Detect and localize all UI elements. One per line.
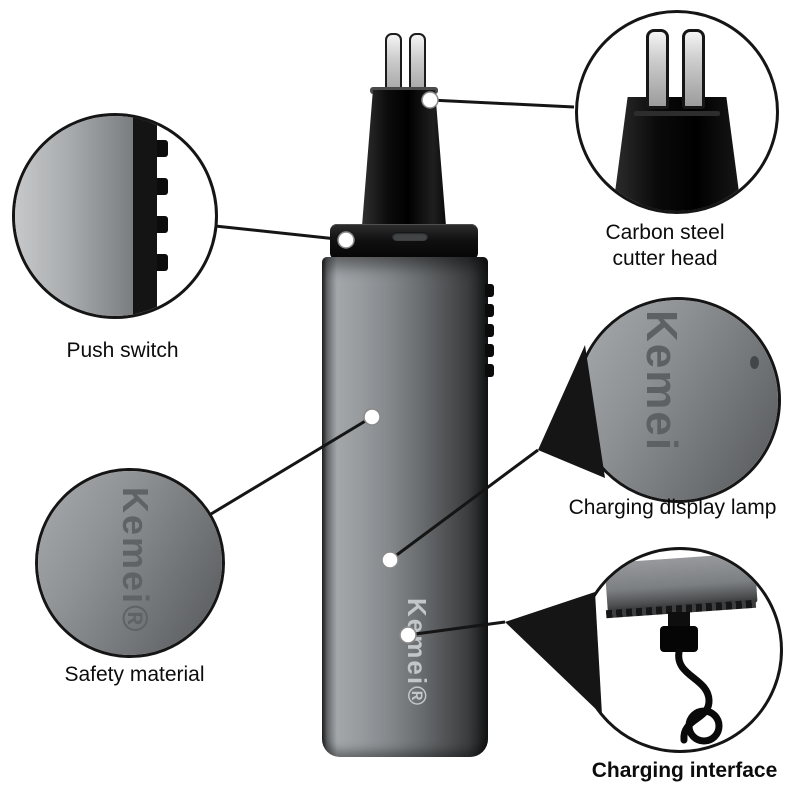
callout-circle-charging-lamp: Kemei	[575, 297, 781, 503]
zoom-brand-logo: Kemei®	[115, 487, 156, 634]
top-cap	[330, 224, 478, 260]
callout-circle-cutter-head	[575, 10, 779, 214]
zoom-switch-strip	[133, 116, 157, 316]
side-switch-ridge	[485, 304, 494, 317]
zoom-switch-ridge	[157, 178, 168, 195]
brand-logo: Kemei®	[402, 598, 432, 708]
callout-circle-charging-interface	[577, 547, 783, 753]
label-safety-material: Safety material	[64, 663, 205, 686]
charger-plug	[660, 626, 698, 652]
zoom-device-surface	[15, 116, 133, 316]
side-switch-ridge	[485, 364, 494, 377]
zoom-brand-logo: Kemei	[637, 310, 686, 453]
charging-lamp-dot	[750, 356, 759, 369]
label-push-switch: Push switch	[66, 339, 179, 362]
zoom-switch-ridge	[157, 140, 168, 157]
charger-cable-path	[675, 648, 713, 744]
side-switch-ridge	[485, 344, 494, 357]
side-switch-ridge	[485, 324, 494, 337]
charger-plug-neck	[668, 612, 690, 628]
label-charging-lamp: Charging display lamp	[568, 496, 777, 519]
cutter-head	[362, 90, 446, 226]
zoom-blade-left	[646, 29, 669, 109]
side-switch-ridge	[485, 284, 494, 297]
zoom-body-surface	[578, 300, 778, 500]
label-cutter-head: Carbon steel cutter head	[605, 221, 725, 271]
label-charging-interface: Charging interface	[591, 759, 778, 782]
zoom-cutter-head-groove	[634, 111, 720, 116]
callout-circle-safety-material: Kemei®	[35, 468, 225, 658]
charger-cable	[675, 648, 723, 745]
charger-cable-loop	[685, 707, 723, 745]
zoom-switch-ridge	[157, 216, 168, 233]
zoom-cutter-head	[612, 97, 742, 211]
callout-circle-push-switch	[12, 113, 218, 319]
zoom-blade-right	[682, 29, 705, 109]
cap-slot	[392, 232, 428, 241]
zoom-body-surface	[38, 471, 222, 655]
zoom-switch-ridge	[157, 254, 168, 271]
